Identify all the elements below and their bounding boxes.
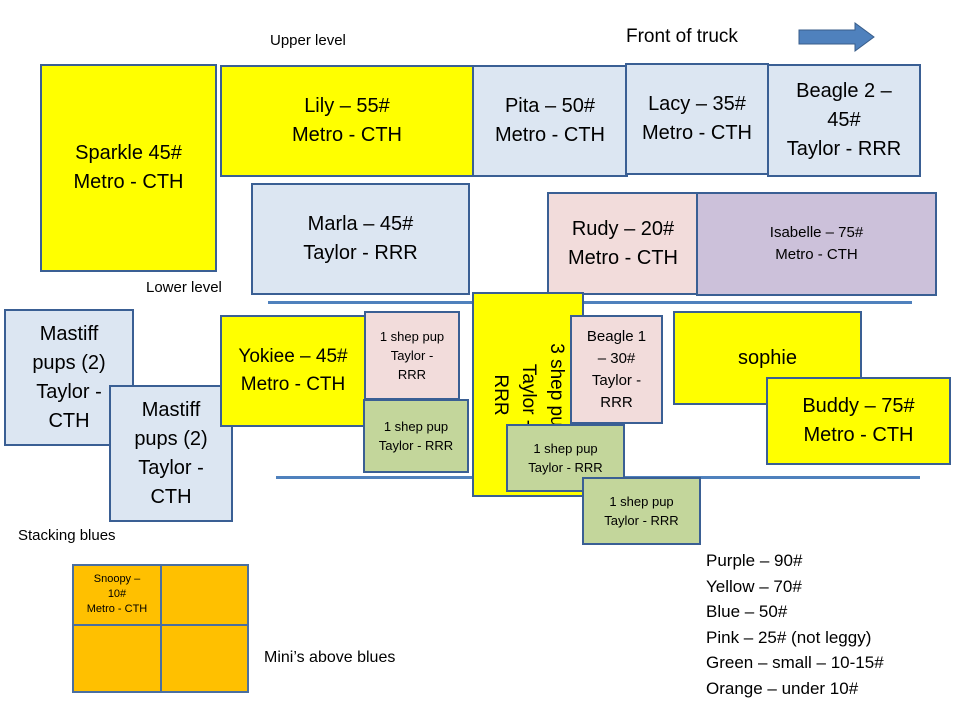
crate-snoopy-label: Snoopy – 10# Metro - CTH [86, 573, 148, 615]
crate-shep-pup-green-1: 1 shep pup Taylor - RRR [363, 399, 469, 473]
lower-level-top-line [268, 301, 912, 304]
crate-sparkle: Sparkle 45# Metro - CTH [40, 64, 217, 272]
crate-pita-label: Pita – 50# Metro - CTH [495, 95, 605, 146]
mini-crate-slot-3 [72, 624, 162, 693]
crate-shep-pup-pink-label: 1 shep pup Taylor - RRR [379, 329, 445, 382]
legend-item-blue: Blue – 50# [706, 602, 788, 621]
crate-shep-pup-green-2-label: 1 shep pup Taylor - RRR [528, 441, 603, 475]
upper-level-label: Upper level [270, 32, 346, 49]
crate-buddy-label: Buddy – 75# Metro - CTH [802, 395, 915, 446]
legend-item-purple: Purple – 90# [706, 551, 803, 570]
front-of-truck-label: Front of truck [626, 26, 738, 47]
crate-lacy: Lacy – 35# Metro - CTH [625, 63, 769, 175]
arrow-right-icon [798, 22, 875, 52]
crate-pita: Pita – 50# Metro - CTH [472, 65, 628, 177]
legend-item-pink: Pink – 25# (not leggy) [706, 628, 872, 647]
lower-level-label: Lower level [146, 279, 222, 296]
legend-item-yellow: Yellow – 70# [706, 577, 802, 596]
legend-item-orange: Orange – under 10# [706, 679, 859, 698]
crate-sparkle-label: Sparkle 45# Metro - CTH [73, 142, 184, 193]
crate-lily-label: Lily – 55# Metro - CTH [292, 95, 402, 146]
crate-lacy-label: Lacy – 35# Metro - CTH [642, 93, 752, 144]
crate-beagle-2-label: Beagle 2 – 45# Taylor - RRR [786, 80, 902, 160]
crate-shep-pup-green-3-label: 1 shep pup Taylor - RRR [604, 494, 679, 528]
crate-marla-label: Marla – 45# Taylor - RRR [303, 213, 418, 264]
crate-lily: Lily – 55# Metro - CTH [220, 65, 474, 177]
crate-beagle-1: Beagle 1 – 30# Taylor - RRR [570, 315, 663, 424]
crate-mastiff-pups-2: Mastiff pups (2) Taylor - CTH [109, 385, 233, 522]
mini-crate-slot-2 [160, 564, 249, 626]
crate-shep-pup-pink: 1 shep pup Taylor - RRR [364, 311, 460, 400]
crate-isabelle: Isabelle – 75# Metro - CTH [696, 192, 937, 296]
crate-isabelle-label: Isabelle – 75# Metro - CTH [769, 224, 864, 263]
crate-snoopy: Snoopy – 10# Metro - CTH [72, 564, 162, 626]
crate-marla: Marla – 45# Taylor - RRR [251, 183, 470, 295]
crate-shep-pup-green-1-label: 1 shep pup Taylor - RRR [378, 419, 454, 453]
crate-mastiff-pups-2-label: Mastiff pups (2) Taylor - CTH [134, 398, 208, 508]
crate-yokiee: Yokiee – 45# Metro - CTH [220, 315, 366, 427]
crate-buddy: Buddy – 75# Metro - CTH [766, 377, 951, 465]
crate-rudy: Rudy – 20# Metro - CTH [547, 192, 699, 295]
crate-shep-pup-green-3: 1 shep pup Taylor - RRR [582, 477, 701, 545]
mini-crate-slot-4 [160, 624, 249, 693]
crate-rudy-label: Rudy – 20# Metro - CTH [568, 217, 678, 269]
legend-item-green: Green – small – 10-15# [706, 653, 884, 672]
crate-beagle-1-label: Beagle 1 – 30# Taylor - RRR [586, 327, 647, 411]
crate-yokiee-label: Yokiee – 45# Metro - CTH [238, 346, 348, 395]
crate-sophie-label: sophie [738, 346, 797, 369]
crate-beagle-2: Beagle 2 – 45# Taylor - RRR [767, 64, 921, 177]
crate-mastiff-pups-1-label: Mastiff pups (2) Taylor - CTH [32, 322, 106, 432]
stacking-blues-label: Stacking blues [18, 527, 116, 544]
minis-above-blues-label: Mini’s above blues [264, 649, 396, 666]
